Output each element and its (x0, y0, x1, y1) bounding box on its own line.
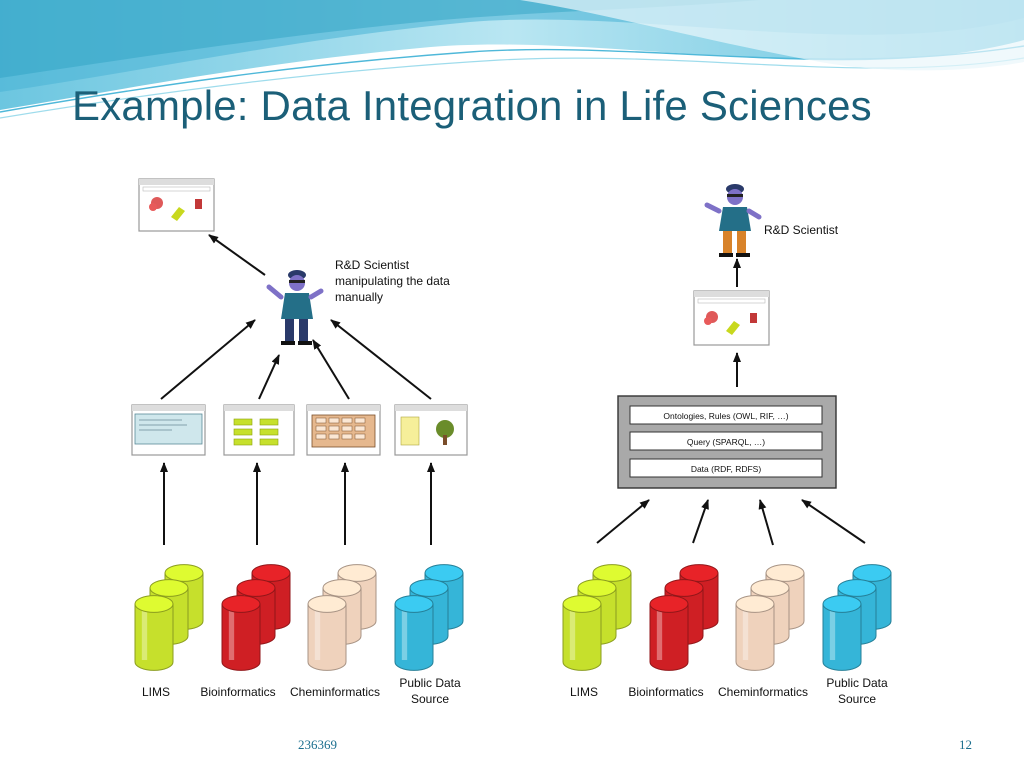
left-db-lims-cylinder-front (134, 595, 174, 671)
integration-diagram: R&D Scientist manipulating the data manu… (131, 178, 892, 705)
left-source-label-lims: LIMS (142, 685, 170, 699)
right-database-clusters (562, 564, 892, 671)
left-source-label-cheminformatics: Cheminformatics (290, 685, 380, 699)
left-source-label-public-data-line-2: Source (411, 692, 449, 705)
right-source-label-public-data-line-1: Public Data (826, 676, 888, 690)
left-db-public-data-cylinder-front (394, 595, 434, 671)
right-db-bioinformatics-cylinder-front (649, 595, 689, 671)
semantic-web-stack: Ontologies, Rules (OWL, RIF, …) Query (S… (617, 395, 837, 489)
left-scientist-label-line-3: manually (335, 290, 383, 304)
integration-diagram-panel: R&D Scientist manipulating the data manu… (127, 175, 907, 705)
right-source-label-public-data-line-2: Source (838, 692, 876, 705)
header-wave-banner (0, 0, 1024, 130)
window-public-data-view (394, 404, 468, 456)
stack-layer-query: Query (SPARQL, …) (687, 437, 765, 447)
left-scientist-figure (266, 270, 324, 345)
left-database-clusters (134, 564, 464, 671)
footer-code: 236369 (298, 737, 337, 752)
arrow-window-1-to-scientist (160, 319, 256, 400)
stack-layer-ontologies: Ontologies, Rules (OWL, RIF, …) (663, 411, 788, 421)
arrow-right-cheminformatics-to-stack (758, 499, 774, 546)
arrow-right-public-data-to-stack (801, 499, 866, 544)
right-source-label-lims: LIMS (570, 685, 598, 699)
right-source-label-cheminformatics: Cheminformatics (718, 685, 808, 699)
arrow-window-3-to-scientist (312, 339, 350, 400)
left-source-label-public-data-line-1: Public Data (399, 676, 461, 690)
arrow-scientist-to-left-window (208, 234, 266, 276)
window-cheminformatics-view (306, 404, 381, 456)
right-scientist-figure (704, 184, 762, 257)
left-scientist-label-line-1: R&D Scientist (335, 258, 410, 272)
right-db-lims-cylinder-front (562, 595, 602, 671)
right-db-public-data-cylinder-front (822, 595, 862, 671)
right-db-cheminformatics-cylinder-front (735, 595, 775, 671)
left-scientist-label: R&D Scientist manipulating the data manu… (335, 258, 450, 304)
slide-title: Example: Data Integration in Life Scienc… (72, 82, 872, 129)
stack-layer-data: Data (RDF, RDFS) (691, 464, 762, 474)
left-source-label-bioinformatics: Bioinformatics (200, 685, 275, 699)
left-db-bioinformatics-cylinder-front (221, 595, 261, 671)
window-bioinformatics-view (223, 404, 295, 456)
left-scientist-label-line-2: manipulating the data (335, 274, 450, 288)
arrow-right-bioinformatics-to-stack (692, 499, 709, 544)
window-lims-view (131, 404, 206, 456)
arrow-window-4-to-scientist (330, 319, 432, 400)
left-result-window (138, 178, 215, 232)
left-db-cheminformatics-cylinder-front (307, 595, 347, 671)
arrow-right-lims-to-stack (596, 499, 650, 544)
right-scientist-label: R&D Scientist (764, 223, 839, 237)
arrow-window-2-to-scientist (258, 354, 280, 400)
page-number: 12 (959, 737, 972, 752)
right-source-label-bioinformatics: Bioinformatics (628, 685, 703, 699)
right-result-window (693, 290, 770, 346)
